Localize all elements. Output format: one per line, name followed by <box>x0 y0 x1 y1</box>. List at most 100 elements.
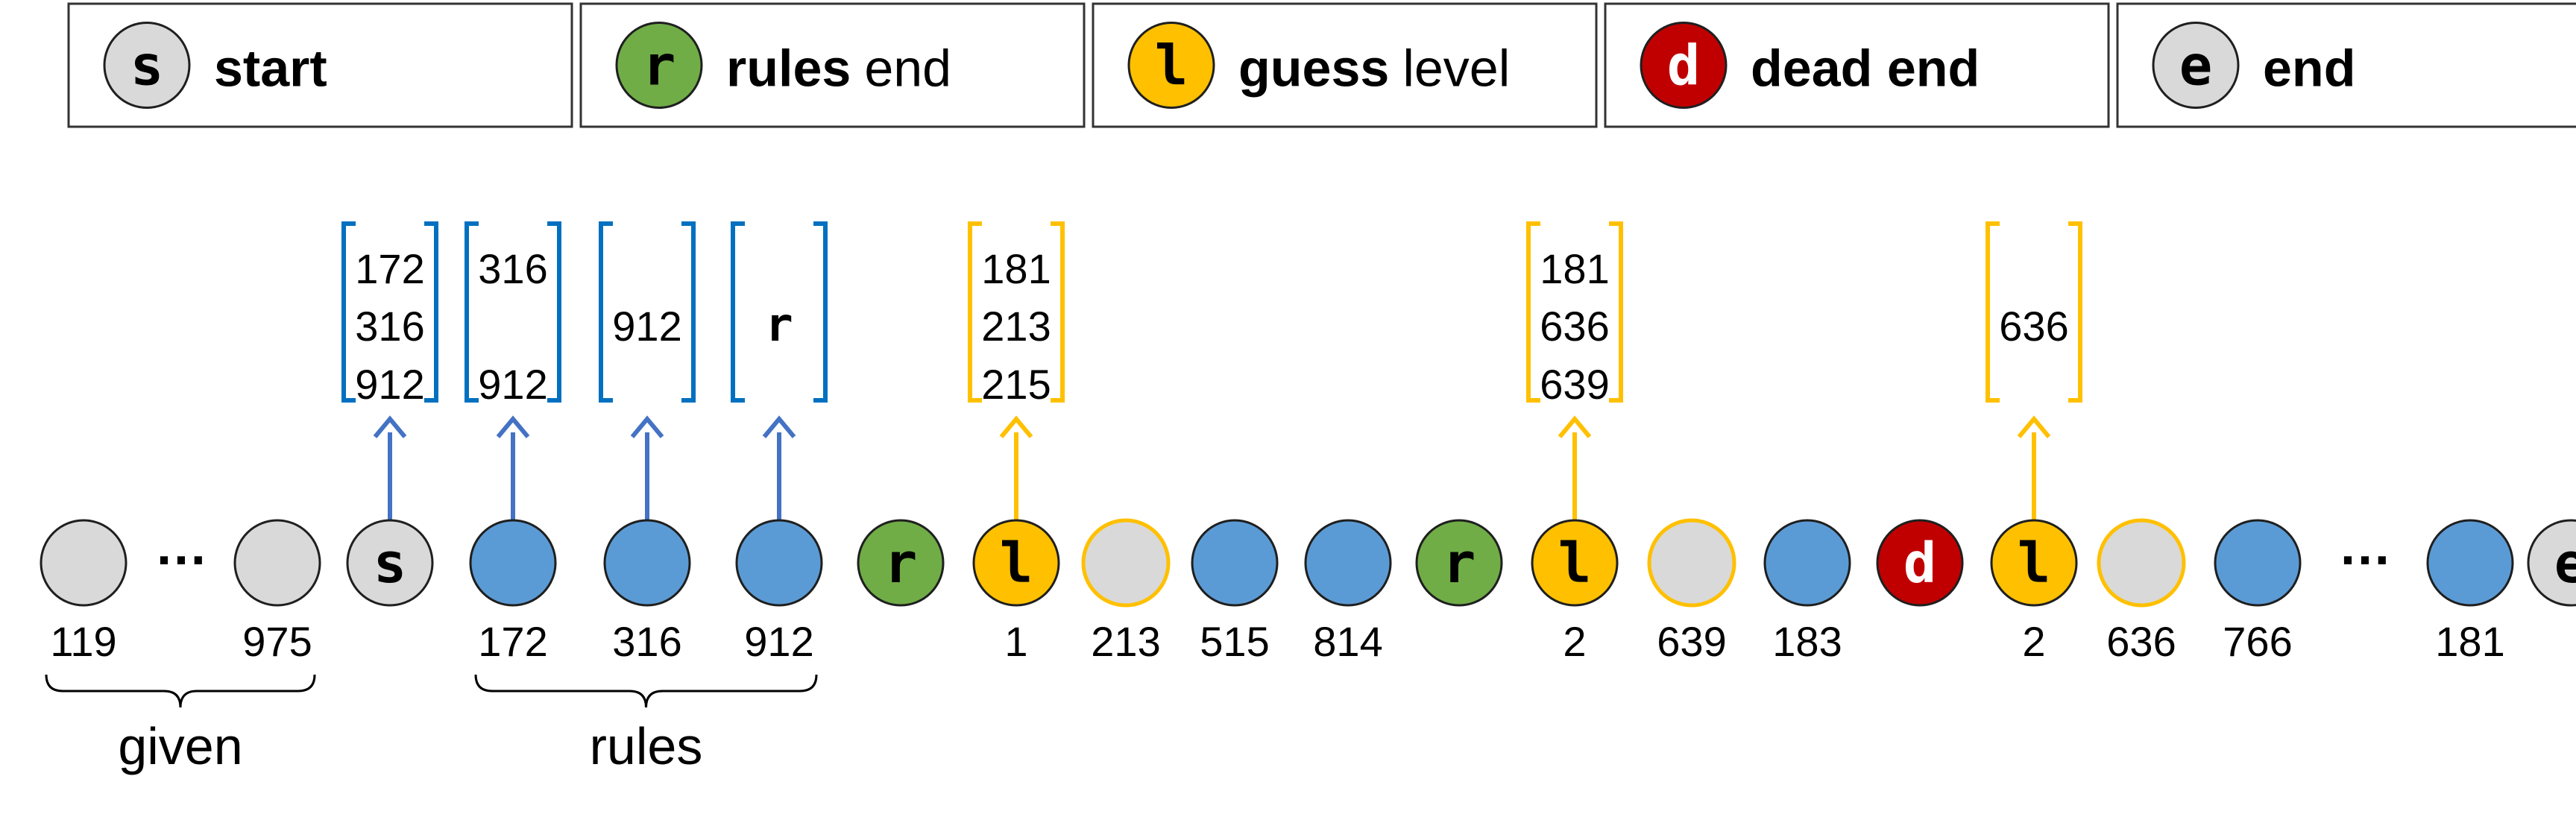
stack-0: 172 316 912 <box>341 221 438 520</box>
sequence-node: l2 <box>1531 519 1619 665</box>
node-circle <box>233 519 321 607</box>
stack-1: 316 912 <box>465 221 561 520</box>
stack-arrow-head <box>496 415 530 438</box>
node-label: 1 <box>1004 618 1027 665</box>
stack-5: 181 636 639 <box>1526 221 1623 520</box>
stack-left-bracket <box>465 221 479 403</box>
node-circle <box>1990 519 2078 607</box>
ellipsis: … <box>154 517 208 576</box>
node-circle <box>1647 518 1736 608</box>
stack-right-bracket <box>1609 221 1623 403</box>
legend-symbol-icon <box>615 22 703 109</box>
node-symbol: e <box>2554 532 2576 596</box>
sequence-node: 172 <box>469 519 557 665</box>
legend-label: dead end <box>1751 40 1980 98</box>
legend-label-bold: dead end <box>1751 40 1980 98</box>
node-circle <box>1081 518 1171 608</box>
stack-arrow-head <box>999 415 1033 438</box>
stack-right-bracket <box>813 221 828 403</box>
legend-label-bold: rules <box>726 40 851 98</box>
stack-right-bracket <box>424 221 438 403</box>
stack-item: 316 <box>478 245 547 292</box>
node-symbol: l <box>1000 532 1033 596</box>
ellipsis: … <box>2338 517 2392 576</box>
node-symbol: s <box>374 532 407 596</box>
stack-item: 636 <box>1540 303 1609 350</box>
sequence-node: l2 <box>1990 519 2078 665</box>
stack-right-bracket <box>1051 221 1065 403</box>
node-circle <box>1304 519 1392 607</box>
sequence-node: 766 <box>2214 519 2302 665</box>
legend-symbol: e <box>2179 34 2213 98</box>
stack-left-bracket <box>731 221 745 403</box>
stack-left-bracket <box>341 221 356 403</box>
legend-label-rest: level <box>1402 40 1510 98</box>
stack-2: 912 <box>599 221 696 520</box>
stack-left-bracket <box>968 221 982 403</box>
node-circle <box>2097 518 2186 608</box>
legend-label-bold: guess <box>1238 40 1389 98</box>
sequence-node: 515 <box>1191 519 1279 665</box>
group-label: given <box>118 717 242 775</box>
node-symbol: l <box>1558 532 1592 596</box>
legend-symbol-icon <box>1640 22 1728 109</box>
node-circle <box>469 519 557 607</box>
node-circle <box>2426 519 2514 607</box>
stack-3: r <box>731 221 828 520</box>
stack-item: 215 <box>981 361 1051 408</box>
sequence-node: 181 <box>2426 519 2514 665</box>
sequence-node: 975 <box>233 519 321 665</box>
stack-right-bracket <box>681 221 696 403</box>
groups: given rules <box>45 674 818 775</box>
stack-left-bracket <box>1526 221 1540 403</box>
sequence-node: r <box>1415 519 1503 607</box>
node-circle <box>603 519 691 607</box>
node-symbol: l <box>2018 532 2051 596</box>
legend-label-rest: end <box>864 40 951 98</box>
stack-left-bracket <box>599 221 613 403</box>
node-label: 636 <box>2106 618 2176 665</box>
node-circle <box>1415 519 1503 607</box>
node-label: 213 <box>1091 618 1160 665</box>
stack-item: 316 <box>355 303 424 350</box>
stack-right-bracket <box>547 221 561 403</box>
node-circle <box>1763 519 1851 607</box>
group-label: rules <box>590 717 703 775</box>
node-circle <box>2214 519 2302 607</box>
legend-symbol-icon <box>2152 22 2240 109</box>
sequence-node: 814 <box>1304 519 1392 665</box>
sequence-node: 213 <box>1081 518 1171 665</box>
sequence-node: e <box>2527 519 2576 607</box>
node-label: 2 <box>2022 618 2045 665</box>
node-circle <box>40 519 127 607</box>
stack-item: 912 <box>478 361 547 408</box>
stack-arrow-head <box>373 415 407 438</box>
legend-label: start <box>214 40 327 98</box>
stack-item: 181 <box>1540 245 1609 292</box>
node-label: 814 <box>1313 618 1382 665</box>
legend-symbol: s <box>130 34 164 98</box>
node-circle <box>972 519 1060 607</box>
stack-item: 639 <box>1540 361 1609 408</box>
sequence-node: 119 <box>40 519 127 665</box>
stack-item: 912 <box>612 303 681 350</box>
group-brace <box>474 674 818 708</box>
legend-symbol: d <box>1667 34 1701 98</box>
node-label: 766 <box>2223 618 2292 665</box>
sequence-node: l1 <box>972 519 1060 665</box>
legend-symbol: l <box>1155 34 1188 98</box>
group-given: given <box>45 674 316 775</box>
legend-label: end <box>2263 40 2355 98</box>
stack-item: 172 <box>355 245 424 292</box>
node-symbol: r <box>884 532 918 596</box>
stack-item: 912 <box>355 361 424 408</box>
legend-symbol-icon <box>1127 22 1215 109</box>
legend-label-bold: end <box>2263 40 2355 98</box>
sequence-node: 639 <box>1647 518 1736 665</box>
node-circle <box>346 519 434 607</box>
